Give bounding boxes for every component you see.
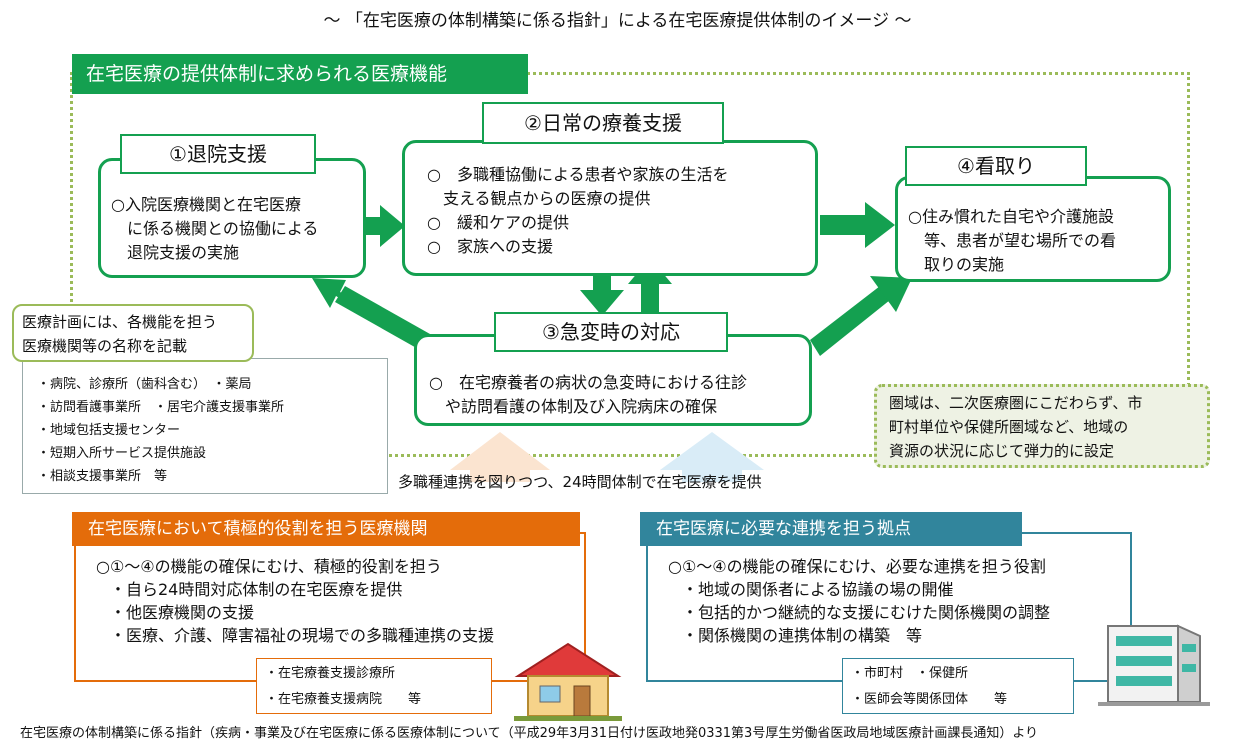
left-panel-line: ・自ら24時間対応体制の在宅医療を提供 bbox=[110, 580, 403, 599]
facility-item: ・訪問看護事業所 ・居宅介護支援事業所 bbox=[37, 400, 285, 415]
plan-callout-line: 医療機関等の名称を記載 bbox=[22, 337, 188, 355]
arrow-emergency-to-discharge-shaft bbox=[335, 286, 430, 350]
arrow-emergency-to-endoflife-head bbox=[870, 276, 912, 312]
plan-callout-line: 医療計画には、各機能を担う bbox=[22, 313, 218, 331]
discharge-label: ①退院支援 bbox=[120, 134, 316, 174]
discharge-line: ○入院医療機関と在宅医療 bbox=[111, 195, 301, 214]
plan-callout: 医療計画には、各機能を担う 医療機関等の名称を記載 bbox=[12, 304, 254, 362]
emergency-label: ③急変時の対応 bbox=[494, 312, 728, 352]
functions-frame bbox=[70, 72, 1190, 457]
arrow-daily-to-emergency bbox=[580, 258, 624, 316]
daily-label: ②日常の療養支援 bbox=[482, 102, 724, 144]
collab-arrow-right bbox=[660, 432, 764, 482]
right-panel-line: ○①～④の機能の確保にむけ、必要な連携を担う役割 bbox=[668, 557, 1046, 576]
daily-line: ○ 緩和ケアの提供 bbox=[427, 213, 569, 232]
functions-header: 在宅医療の提供体制に求められる医療機能 bbox=[72, 54, 528, 94]
collab-text: 多職種連携を図りつつ、24時間体制で在宅医療を提供 bbox=[398, 473, 762, 491]
emergency-text: ○ 在宅療養者の病状の急変時における往診 や訪問看護の体制及び入院病床の確保 bbox=[429, 371, 809, 419]
facility-item: ・短期入所サービス提供施設 bbox=[37, 446, 207, 461]
right-panel-sub-item: ・医師会等関係団体 等 bbox=[851, 692, 1008, 707]
source-footer: 在宅医療の体制構築に係る指針（疾病・事業及び在宅医療に係る医療体制について（平成… bbox=[20, 726, 1039, 741]
area-callout: 圏域は、二次医療圏にこだわらず、市 町村単位や保健所圏域など、地域の 資源の状況… bbox=[874, 384, 1210, 468]
left-panel-line: ・医療、介護、障害福祉の現場での多職種連携の支援 bbox=[110, 626, 495, 645]
discharge-text: ○入院医療機関と在宅医療 に係る機関との協働による 退院支援の実施 bbox=[111, 193, 361, 265]
facility-item: ・相談支援事業所 等 bbox=[37, 469, 168, 484]
left-panel-sub-item: ・在宅療養支援診療所 bbox=[265, 666, 396, 681]
facility-item: ・地域包括支援センター bbox=[37, 423, 181, 438]
endoflife-line: 等、患者が望む場所での看 bbox=[908, 231, 1117, 250]
emergency-line: や訪問看護の体制及び入院病床の確保 bbox=[429, 397, 718, 416]
daily-line: ○ 家族への支援 bbox=[427, 237, 553, 256]
arrow-emergency-to-endoflife-shaft bbox=[810, 286, 890, 356]
endoflife-line: 取りの実施 bbox=[908, 255, 1005, 274]
daily-box: ○ 多職種協働による患者や家族の生活を 支える観点からの医療の提供 ○ 緩和ケア… bbox=[402, 140, 818, 276]
right-panel-header: 在宅医療に必要な連携を担う拠点 bbox=[640, 512, 1022, 546]
building-icon bbox=[1098, 624, 1210, 706]
left-panel-sub: ・在宅療養支援診療所 ・在宅療養支援病院 等 bbox=[256, 658, 492, 714]
left-panel-line: ・他医療機関の支援 bbox=[110, 603, 255, 622]
arrow-discharge-to-daily bbox=[355, 205, 405, 247]
area-callout-line: 町村単位や保健所圏域など、地域の bbox=[889, 418, 1129, 436]
discharge-box: ○入院医療機関と在宅医療 に係る機関との協働による 退院支援の実施 bbox=[98, 158, 366, 278]
endoflife-line: ○住み慣れた自宅や介護施設 bbox=[908, 207, 1114, 226]
collab-arrow-left bbox=[450, 432, 550, 482]
area-callout-line: 圏域は、二次医療圏にこだわらず、市 bbox=[889, 394, 1143, 412]
discharge-line: に係る機関との協働による bbox=[111, 219, 319, 238]
endoflife-text: ○住み慣れた自宅や介護施設 等、患者が望む場所での看 取りの実施 bbox=[908, 205, 1170, 277]
emergency-line: ○ 在宅療養者の病状の急変時における往診 bbox=[429, 373, 747, 392]
page-title: ～ 「在宅医療の体制構築に係る指針」による在宅医療提供体制のイメージ ～ bbox=[323, 11, 912, 31]
left-panel-sub-item: ・在宅療養支援病院 等 bbox=[265, 692, 422, 707]
endoflife-box: ○住み慣れた自宅や介護施設 等、患者が望む場所での看 取りの実施 bbox=[895, 176, 1171, 282]
facility-list-box: ・病院、診療所（歯科含む） ・薬局 ・訪問看護事業所 ・居宅介護支援事業所 ・地… bbox=[22, 358, 388, 494]
right-panel-body: ○①～④の機能の確保にむけ、必要な連携を担う役割 ・地域の関係者による協議の場の… bbox=[668, 555, 1128, 647]
left-panel-header: 在宅医療において積極的役割を担う医療機関 bbox=[72, 512, 580, 546]
area-callout-line: 資源の状況に応じて弾力的に設定 bbox=[889, 442, 1115, 460]
facility-item: ・病院、診療所（歯科含む） ・薬局 bbox=[37, 377, 252, 392]
left-panel-body: ○①～④の機能の確保にむけ、積極的役割を担う ・自ら24時間対応体制の在宅医療を… bbox=[96, 555, 576, 647]
facility-list: ・病院、診療所（歯科含む） ・薬局 ・訪問看護事業所 ・居宅介護支援事業所 ・地… bbox=[37, 373, 383, 488]
arrow-daily-to-endoflife bbox=[820, 202, 895, 248]
right-panel-line: ・関係機関の連携体制の構築 等 bbox=[682, 626, 923, 645]
right-panel-line: ・地域の関係者による協議の場の開催 bbox=[682, 580, 954, 599]
house-icon bbox=[514, 642, 622, 721]
right-panel-sub-item: ・市町村 ・保健所 bbox=[851, 666, 969, 681]
endoflife-label: ④看取り bbox=[905, 146, 1087, 186]
left-panel-line: ○①～④の機能の確保にむけ、積極的役割を担う bbox=[96, 557, 442, 576]
daily-line: 支える観点からの医療の提供 bbox=[427, 189, 651, 208]
daily-text: ○ 多職種協働による患者や家族の生活を 支える観点からの医療の提供 ○ 緩和ケア… bbox=[427, 163, 817, 259]
discharge-line: 退院支援の実施 bbox=[111, 243, 240, 262]
right-panel-line: ・包括的かつ継続的な支援にむけた関係機関の調整 bbox=[682, 603, 1051, 622]
daily-line: ○ 多職種協働による患者や家族の生活を bbox=[427, 165, 729, 184]
right-panel-sub: ・市町村 ・保健所 ・医師会等関係団体 等 bbox=[842, 658, 1074, 714]
